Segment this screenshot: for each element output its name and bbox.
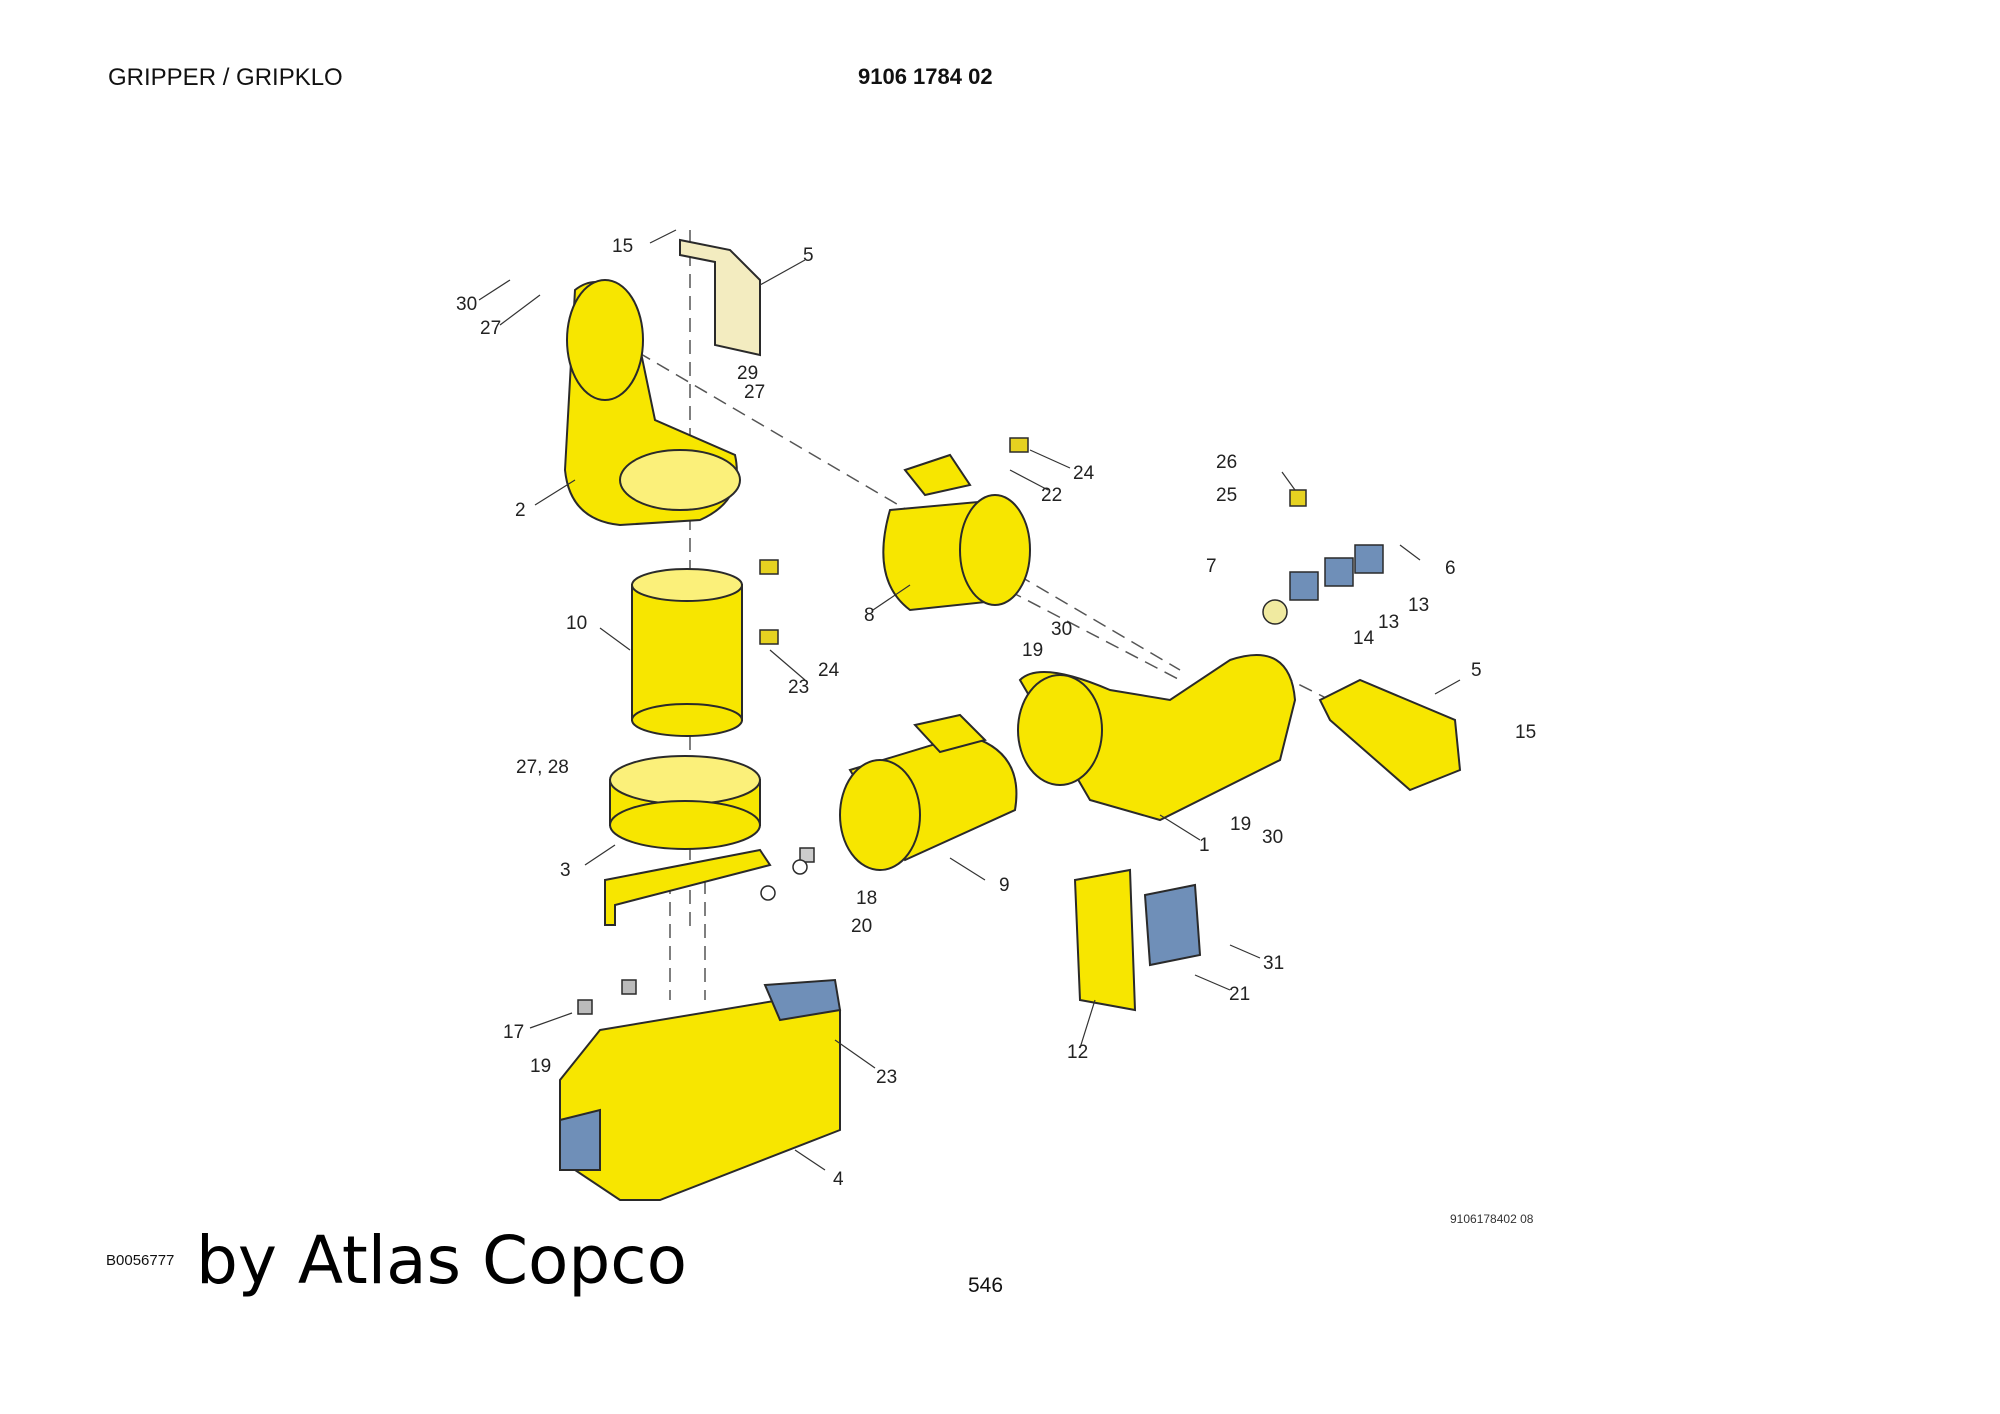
callout-4: 4: [833, 1169, 844, 1190]
callout-26: 26: [1216, 452, 1238, 473]
callout-27-28: 27, 28: [516, 757, 569, 778]
callout-19: 19: [1230, 814, 1252, 835]
callout-18: 18: [856, 888, 878, 909]
callout-27: 27: [480, 318, 502, 339]
callout-6: 6: [1445, 558, 1456, 579]
part-8-motor: [882, 453, 1031, 612]
callout-9: 9: [999, 875, 1010, 896]
callout-17: 17: [503, 1022, 525, 1043]
callout-14: 14: [1353, 628, 1375, 649]
callout-7: 7: [1206, 556, 1217, 577]
part-5-plate-right: [1318, 678, 1462, 792]
callout-15: 15: [612, 236, 634, 257]
callout-12: 12: [1067, 1042, 1089, 1063]
callout-10: 10: [566, 613, 588, 634]
callout-3: 3: [560, 860, 571, 881]
callout-8: 8: [864, 605, 875, 626]
callout-31: 31: [1263, 953, 1285, 974]
callout-25: 25: [1216, 485, 1238, 506]
part-12-21-valve-bracket: [1073, 868, 1202, 1012]
part-3-rotator: [604, 755, 772, 926]
callout-23: 23: [788, 677, 810, 698]
part-1-arm: [1017, 654, 1297, 822]
callout-29: 29: [737, 363, 759, 384]
footer-ref: B0056777: [106, 1252, 175, 1269]
part-2-bracket: [563, 279, 741, 527]
small-fittings: [577, 437, 1307, 1015]
callout-24: 24: [1073, 463, 1095, 484]
callout-30: 30: [1262, 827, 1284, 848]
callout-5: 5: [803, 245, 814, 266]
part-5-plate-top: [679, 238, 761, 357]
brand-watermark: by Atlas Copco: [196, 1222, 687, 1299]
page-title: GRIPPER / GRIPKLO: [108, 64, 343, 91]
callout-30: 30: [456, 294, 478, 315]
page-number: 546: [968, 1274, 1004, 1297]
callout-13: 13: [1378, 612, 1400, 633]
part-9-motor: [839, 713, 1018, 871]
part-number: 9106 1784 02: [858, 64, 993, 89]
callout-5: 5: [1471, 660, 1482, 681]
callout-21: 21: [1229, 984, 1251, 1005]
callout-1: 1: [1199, 835, 1210, 856]
callout-23: 23: [876, 1067, 898, 1088]
callout-15: 15: [1515, 722, 1537, 743]
callout-2: 2: [515, 500, 526, 521]
callout-27: 27: [744, 382, 766, 403]
callout-19: 19: [530, 1056, 552, 1077]
part-13-14-valves: [1289, 544, 1384, 601]
part-10-cylinder: [631, 568, 743, 737]
callout-13: 13: [1408, 595, 1430, 616]
callout-20: 20: [851, 916, 873, 937]
callout-19: 19: [1022, 640, 1044, 661]
leader-lines: [478, 229, 1461, 1171]
figure-code: 9106178402 08: [1450, 1212, 1534, 1226]
callout-22: 22: [1041, 485, 1063, 506]
callout-30: 30: [1051, 619, 1073, 640]
part-4-gripper-body: [559, 978, 842, 1201]
callout-24: 24: [818, 660, 840, 681]
